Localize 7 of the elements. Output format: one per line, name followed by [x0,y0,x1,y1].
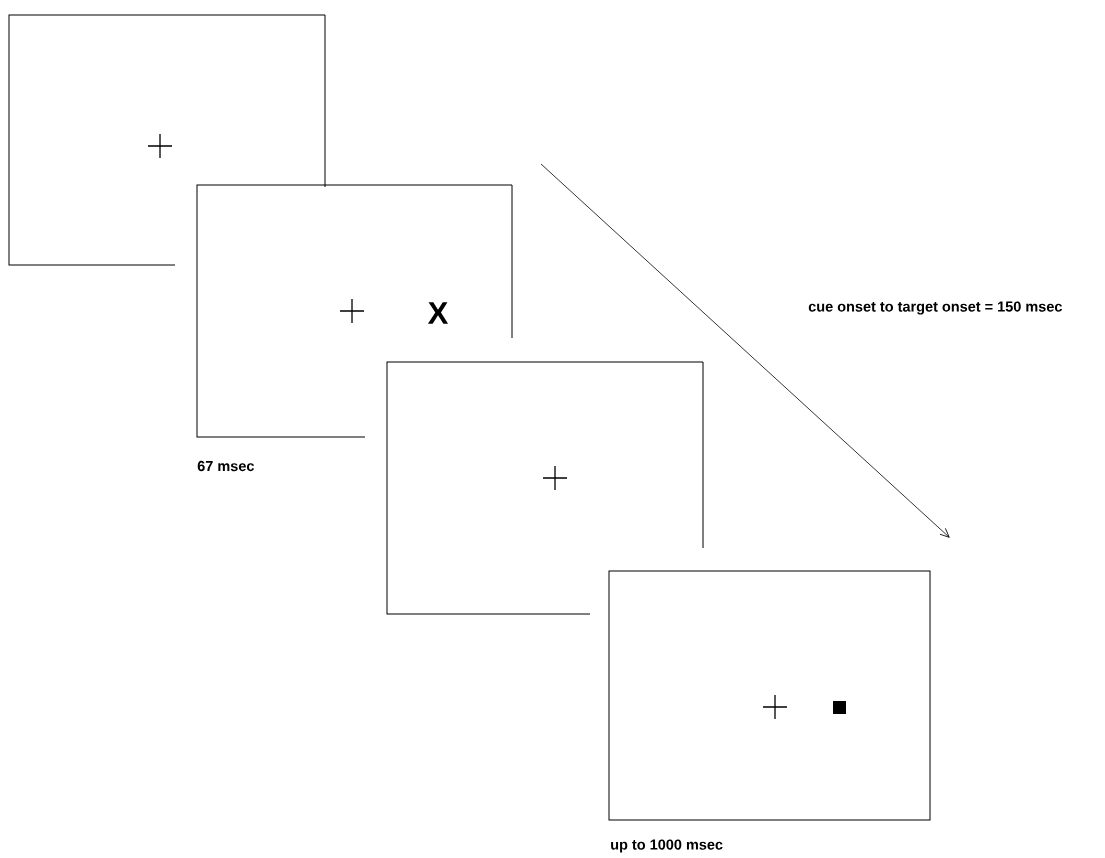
screen-frame: X [196,184,513,438]
screen-frame [386,361,704,615]
screen-frame [608,570,931,821]
timing-note: cue onset to target onset = 150 msec [808,301,1062,315]
screen-frame [8,14,326,266]
duration-label: 67 msec [197,460,254,472]
duration-label: up to 1000 msec [611,839,723,853]
